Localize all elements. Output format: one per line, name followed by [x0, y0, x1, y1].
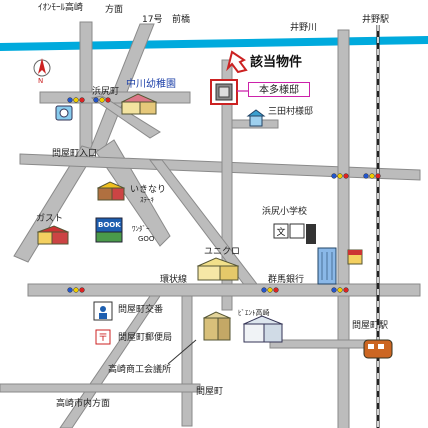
road-hamajiri	[39, 91, 191, 104]
mitamura-house-icon	[246, 109, 266, 127]
ikinari-steak-building	[96, 181, 126, 201]
label-route17: 17号	[142, 15, 163, 25]
label-toyamachi-entrance: 問屋町入口	[52, 149, 98, 159]
chamber-connector	[167, 339, 197, 365]
vent-takasaki-building	[242, 315, 284, 343]
road-kanjo	[27, 283, 421, 297]
label-wonder-goo-2: GOO	[138, 235, 155, 243]
label-book: BOOK	[98, 221, 121, 229]
traffic-lights	[67, 97, 381, 293]
gusto-building	[36, 225, 70, 245]
label-gunma-bank: 群馬銀行	[268, 275, 305, 285]
label-north: N	[38, 77, 44, 85]
uniqlo-building	[196, 257, 240, 281]
label-uniqlo: ユニクロ	[204, 247, 241, 257]
label-kanjo-line: 環状線	[160, 275, 188, 285]
road-entrance-long	[19, 153, 421, 181]
post-office-icon: 〒	[95, 329, 111, 345]
road-right-vertical	[337, 29, 350, 428]
train-station-icon	[363, 339, 393, 359]
road-lower-horizontal	[0, 383, 201, 393]
label-toyamachi-station: 問屋町駅	[352, 321, 389, 331]
label-chamber-commerce: 高崎商工会議所	[108, 365, 172, 375]
road-left-diagonal	[13, 145, 97, 263]
label-inoya-station: 井野駅	[362, 15, 390, 25]
label-post-office: 問屋町郵便局	[118, 333, 173, 343]
label-wonder-goo-1: ﾜﾝﾀﾞｰ	[132, 225, 150, 233]
label-mitamura: 三田村様邸	[268, 107, 314, 117]
label-nakagawa: 中川幼稚園	[126, 79, 176, 90]
koban-icon	[93, 301, 113, 321]
label-ikinari-1: いきなり	[130, 185, 167, 195]
north-arrow-icon	[33, 58, 51, 77]
chamber-commerce-building	[202, 311, 232, 341]
label-koban: 問屋町交番	[118, 305, 164, 315]
gunma-bank-building	[317, 247, 337, 285]
label-vent-takasaki: ﾋﾞｴﾝﾄ高崎	[238, 309, 270, 317]
road-lower-vertical	[181, 295, 193, 427]
label-honda-residence: 本多様邸	[248, 82, 310, 97]
post-symbol: 〒	[98, 333, 108, 344]
label-aeon-dir: 方面	[105, 5, 124, 15]
school-symbol: 文	[276, 226, 285, 238]
label-toyamachi: 問屋町	[196, 387, 224, 397]
police-icon	[55, 105, 73, 121]
shop-icon	[347, 249, 363, 265]
inoya-river	[0, 36, 428, 51]
target-arrow-icon	[226, 50, 248, 74]
label-hamajiri-school: 浜尻小学校	[262, 207, 308, 217]
label-maebashi: 前橋	[172, 15, 191, 25]
wonder-goo-building	[95, 217, 123, 243]
label-gusto: ガスト	[36, 214, 64, 224]
label-ikinari-2: ｽﾃｰｷ	[140, 196, 154, 204]
school-icon	[273, 223, 316, 244]
label-takasaki-center: 高崎市内方面	[56, 399, 111, 409]
label-inoya-river: 井野川	[290, 23, 318, 33]
road-nakagawa	[90, 95, 161, 139]
road-middle-vertical	[221, 59, 233, 311]
target-property-marker	[210, 79, 238, 105]
label-aeon: ｲｵﾝﾓｰﾙ高崎	[38, 3, 84, 13]
label-hamajiri-cho: 浜尻町	[92, 87, 120, 97]
label-target-property: 該当物件	[250, 55, 303, 70]
road-station-connector	[269, 339, 371, 349]
nakagawa-kindergarten-building	[120, 93, 158, 115]
